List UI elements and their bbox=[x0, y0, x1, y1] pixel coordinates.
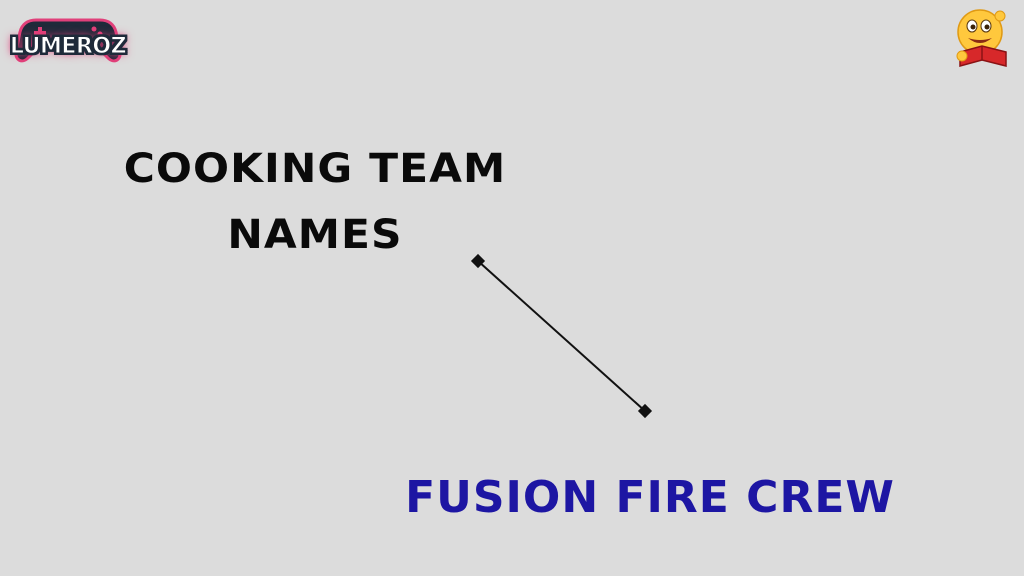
team-name: FUSION FIRE CREW bbox=[405, 472, 895, 523]
gamepad-icon bbox=[14, 18, 122, 63]
brand-logo: LUMEROZ bbox=[8, 12, 128, 70]
page-heading: COOKING TEAM NAMES bbox=[123, 146, 507, 258]
reading-emoji-icon bbox=[950, 6, 1014, 70]
brand-logo-text: LUMEROZ bbox=[9, 34, 127, 60]
